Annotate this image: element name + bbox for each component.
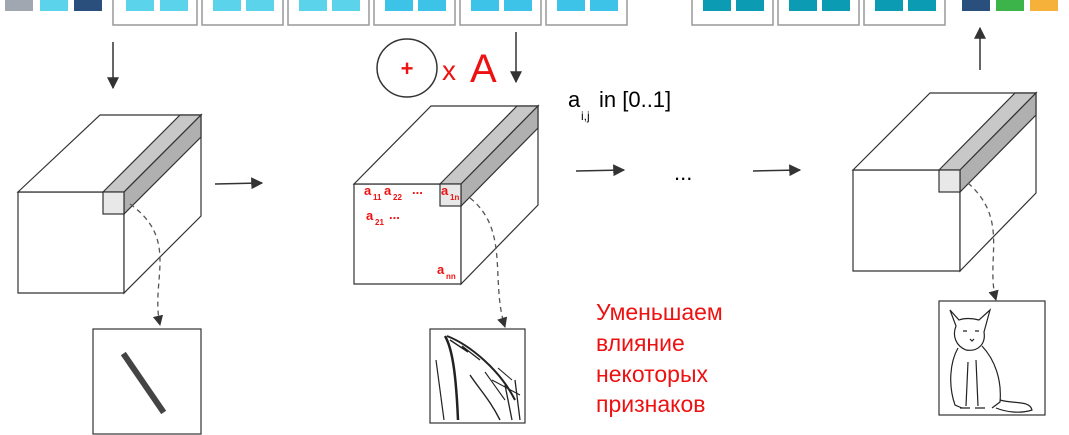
matrix-label: A (470, 47, 497, 91)
matrix-a11-sub: 11 (373, 193, 382, 202)
plus-symbol: + (401, 56, 414, 81)
matrix-element-labels: a 11 a 22 ... a 1n a 21 ... a nn (364, 182, 459, 281)
range-note: a i,j in [0..1] (568, 87, 671, 123)
filter-patch-cat (938, 300, 1046, 416)
matrix-a22-sub: 22 (393, 193, 402, 202)
range-note-base: a (568, 87, 581, 112)
feature-group-1 (112, 0, 198, 26)
output-square-orange (1030, 0, 1058, 11)
add-operation: + x A (376, 38, 497, 98)
matrix-a1n-sub: 1n (450, 193, 459, 202)
feature-square-lightblue (40, 0, 68, 11)
range-note-text: in [0..1] (599, 87, 671, 112)
feature-cube-3 (851, 91, 1038, 273)
matrix-a1n-base: a (441, 183, 449, 198)
plus-circle (376, 38, 438, 98)
feature-group-3 (287, 0, 370, 26)
dashed-link-2 (469, 197, 508, 328)
ellipsis-label: ... (674, 160, 692, 185)
output-square-navy (962, 0, 990, 11)
filter-patch-edge (92, 328, 202, 435)
multiply-label: x (442, 55, 456, 86)
feature-group-5 (459, 0, 542, 26)
arrow-right-3 (752, 164, 802, 177)
dashed-link-3 (967, 182, 999, 302)
caption-line-2: влияние (596, 330, 685, 356)
arrow-right-2 (575, 164, 626, 177)
matrix-a21-dots: ... (389, 207, 400, 222)
arrow-right-1 (214, 177, 264, 190)
feature-group-4 (373, 0, 456, 26)
filter-patch-cat-ear (429, 328, 526, 424)
feature-square-gray (5, 0, 33, 11)
range-note-subscript: i,j (581, 109, 590, 123)
caption-line-4: признаков (596, 391, 705, 417)
feature-group-6 (545, 0, 628, 26)
feature-cube-2 (352, 104, 540, 286)
feature-group-2 (201, 0, 284, 26)
matrix-a21-base: a (366, 208, 374, 223)
dashed-link-1 (129, 203, 164, 327)
output-square-green (996, 0, 1024, 11)
matrix-a22-base: a (384, 183, 392, 198)
matrix-ann-sub: nn (446, 272, 456, 281)
feature-square-navy (74, 0, 102, 11)
caption-line-3: некоторых (596, 361, 708, 387)
caption-reduce-influence: Уменьшаем влияние некоторых признаков (596, 299, 723, 417)
matrix-a21-sub: 21 (375, 218, 384, 227)
caption-line-1: Уменьшаем (596, 299, 723, 325)
matrix-row-dots: ... (412, 182, 423, 197)
top-feature-row (5, 0, 1058, 26)
feature-cube-1 (16, 113, 203, 295)
matrix-ann-base: a (437, 262, 445, 277)
feature-group-7 (691, 0, 774, 26)
feature-group-9 (863, 0, 946, 26)
feature-group-8 (777, 0, 860, 26)
matrix-a11-base: a (364, 183, 372, 198)
